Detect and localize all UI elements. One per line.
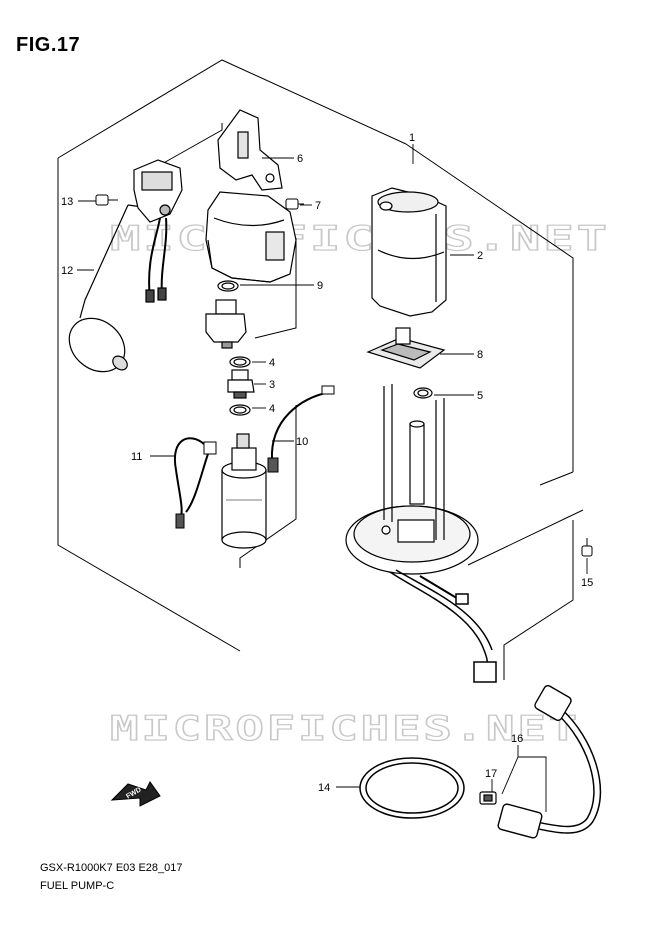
fuel-hose-16	[497, 685, 602, 839]
callout-11: 11	[131, 451, 142, 463]
leader-lines	[77, 144, 588, 812]
callout-16: 16	[511, 733, 523, 745]
callout-4-lower: 4	[269, 403, 275, 415]
figure-title: FIG.17	[16, 34, 81, 56]
callout-6: 6	[297, 153, 303, 165]
o-ring-4-upper	[229, 356, 251, 368]
gasket-ring-14	[359, 757, 465, 819]
fitting-3	[227, 369, 255, 399]
callout-7: 7	[315, 200, 321, 212]
fuel-level-sender-unit	[133, 159, 183, 303]
bolt-13	[95, 194, 118, 206]
regulator-case	[205, 191, 297, 283]
pressure-regulator	[205, 299, 247, 349]
callout-4-upper: 4	[269, 357, 275, 369]
clip-17	[479, 791, 497, 805]
o-ring-4-lower	[229, 404, 251, 416]
callout-5: 5	[477, 390, 483, 402]
forward-arrow: FWD	[110, 781, 161, 807]
bolt-15	[581, 538, 593, 557]
screw-7	[285, 198, 304, 210]
watermark-top: MICROFICHES.NET	[110, 219, 610, 259]
callout-labels: 1 2 3 4 4 5 6 7 8 9 10 11 12 13 14 15 16…	[61, 132, 593, 794]
watermark-bottom: MICROFICHES.NET	[110, 709, 580, 749]
callout-2: 2	[477, 250, 483, 262]
pump-wiring-hose	[389, 569, 497, 683]
fuel-pump	[221, 433, 267, 549]
callout-10: 10	[296, 436, 308, 448]
callout-3: 3	[269, 379, 275, 391]
o-ring-5	[413, 387, 433, 399]
callout-17: 17	[485, 768, 497, 780]
wire-lead-10	[267, 385, 335, 473]
pump-case-2	[371, 187, 447, 317]
callout-1: 1	[409, 132, 415, 144]
filter-8	[366, 327, 446, 369]
callout-14: 14	[318, 782, 330, 794]
callout-8: 8	[477, 349, 483, 361]
part-group-name: FUEL PUMP-C	[40, 880, 115, 892]
bracket-6	[217, 109, 283, 191]
callout-13: 13	[61, 196, 73, 208]
wire-harness-11	[173, 437, 217, 529]
model-code: GSX-R1000K7 E03 E28_017	[40, 862, 183, 874]
o-ring-9	[217, 280, 239, 292]
assembly-frame	[57, 59, 584, 680]
callout-9: 9	[317, 280, 323, 292]
pump-plate-assembly	[345, 384, 479, 575]
fuel-level-float-12	[68, 204, 151, 373]
callout-12: 12	[61, 265, 73, 277]
callout-15: 15	[581, 577, 593, 589]
pump-subassembly-frame	[159, 123, 297, 568]
